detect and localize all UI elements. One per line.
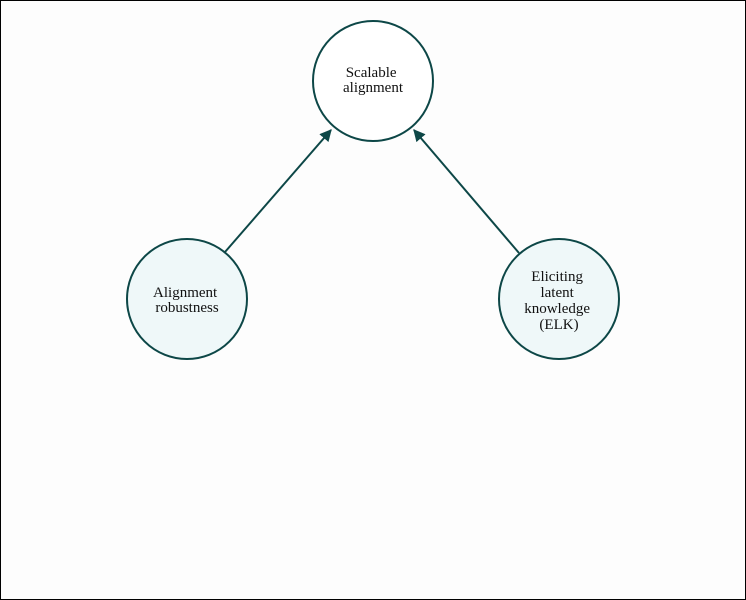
node-label-line: alignment bbox=[343, 80, 404, 96]
edges bbox=[224, 129, 520, 254]
node-scalable-alignment: Scalable alignment bbox=[312, 20, 434, 142]
node-scalable-alignment-circle bbox=[312, 20, 434, 142]
node-label-line: latent bbox=[540, 285, 574, 301]
node-elk-circle bbox=[498, 238, 620, 360]
node-label-line: (ELK) bbox=[539, 317, 578, 333]
node-label-line: robustness bbox=[155, 300, 218, 316]
node-label-line: knowledge bbox=[524, 301, 590, 317]
node-alignment-robustness-circle bbox=[126, 238, 248, 360]
node-label-line: Eliciting bbox=[531, 269, 583, 285]
node-alignment-robustness-label: Alignment robustness bbox=[153, 285, 221, 316]
edge-elk-to-scalable-alignment bbox=[413, 129, 520, 254]
node-elk: Eliciting latent knowledge (ELK) bbox=[498, 238, 620, 360]
node-alignment-robustness: Alignment robustness bbox=[126, 238, 248, 360]
node-scalable-alignment-label: Scalable alignment bbox=[343, 65, 404, 96]
node-elk-label: Eliciting latent knowledge (ELK) bbox=[524, 269, 594, 333]
node-label-line: Scalable bbox=[346, 65, 397, 81]
edge-alignment-robustness-to-scalable-alignment bbox=[224, 129, 332, 253]
node-label-line: Alignment bbox=[153, 285, 218, 301]
